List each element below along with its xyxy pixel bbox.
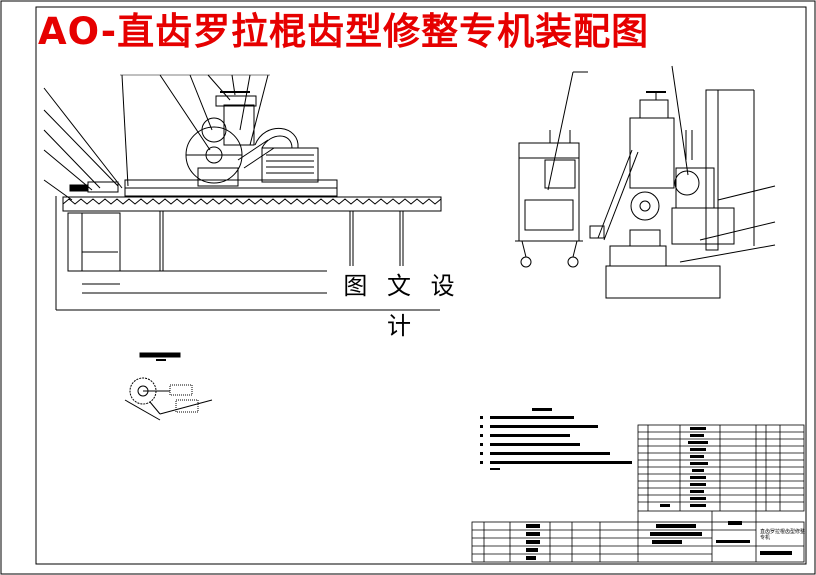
- drawing-title: AO-直齿罗拉棍齿型修整专机装配图: [38, 10, 650, 53]
- technical-notes: [480, 408, 632, 470]
- title-block-name: 直齿罗拉棍齿型修整专机: [760, 529, 806, 541]
- title-block-entries: [526, 521, 792, 560]
- side-view: [515, 71, 588, 268]
- parts-list: [637, 424, 805, 512]
- detail-view: [124, 352, 213, 421]
- front-view: [43, 74, 442, 311]
- watermark-text: 图 文 设 计: [327, 266, 477, 340]
- title-block: [471, 511, 805, 563]
- end-view: [589, 65, 776, 299]
- inner-frame: [35, 6, 807, 565]
- parts-list-entries: [660, 427, 708, 507]
